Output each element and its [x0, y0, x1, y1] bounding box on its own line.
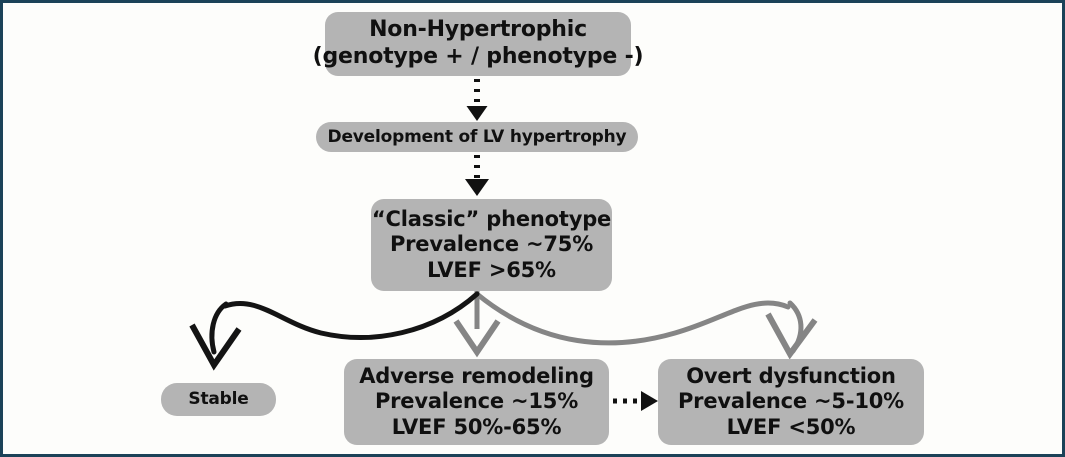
node-adverse-remodeling[interactable]: Adverse remodeling Prevalence ~15% LVEF …	[344, 359, 609, 445]
node-overt-line-3: LVEF <50%	[726, 414, 856, 439]
node-classic-line-3: LVEF >65%	[427, 257, 556, 282]
node-non-hypertrophic-line-2: (genotype + / phenotype -)	[312, 44, 644, 69]
arrow-development-to-classic	[465, 155, 489, 196]
node-stable-line-1: Stable	[188, 389, 249, 410]
node-overt-dysfunction[interactable]: Overt dysfunction Prevalence ~5-10% LVEF…	[658, 359, 924, 445]
node-non-hypertrophic-line-1: Non-Hypertrophic	[369, 17, 587, 43]
arrow-classic-to-stable	[189, 291, 480, 371]
node-adverse-line-2: Prevalence ~15%	[374, 389, 579, 414]
node-classic-phenotype[interactable]: “Classic” phenotype Prevalence ~75% LVEF…	[371, 199, 612, 291]
arrow-adverse-to-overt	[613, 391, 658, 411]
arrow-nonhypertrophic-to-development	[466, 79, 488, 121]
node-adverse-line-1: Adverse remodeling	[359, 363, 594, 388]
node-classic-line-2: Prevalence ~75%	[389, 232, 594, 257]
arrow-classic-to-adverse	[453, 291, 501, 358]
node-overt-line-2: Prevalence ~5-10%	[677, 389, 905, 414]
node-adverse-line-3: LVEF 50%-65%	[391, 414, 562, 439]
node-classic-line-1: “Classic” phenotype	[371, 206, 612, 231]
arrow-classic-to-overt	[474, 291, 818, 360]
node-stable[interactable]: Stable	[161, 383, 276, 416]
node-overt-line-1: Overt dysfunction	[686, 363, 896, 388]
node-development-line-1: Development of LV hypertrophy	[327, 126, 627, 147]
node-development-of-lv-hypertrophy[interactable]: Development of LV hypertrophy	[316, 122, 638, 152]
node-non-hypertrophic[interactable]: Non-Hypertrophic (genotype + / phenotype…	[313, 12, 644, 76]
